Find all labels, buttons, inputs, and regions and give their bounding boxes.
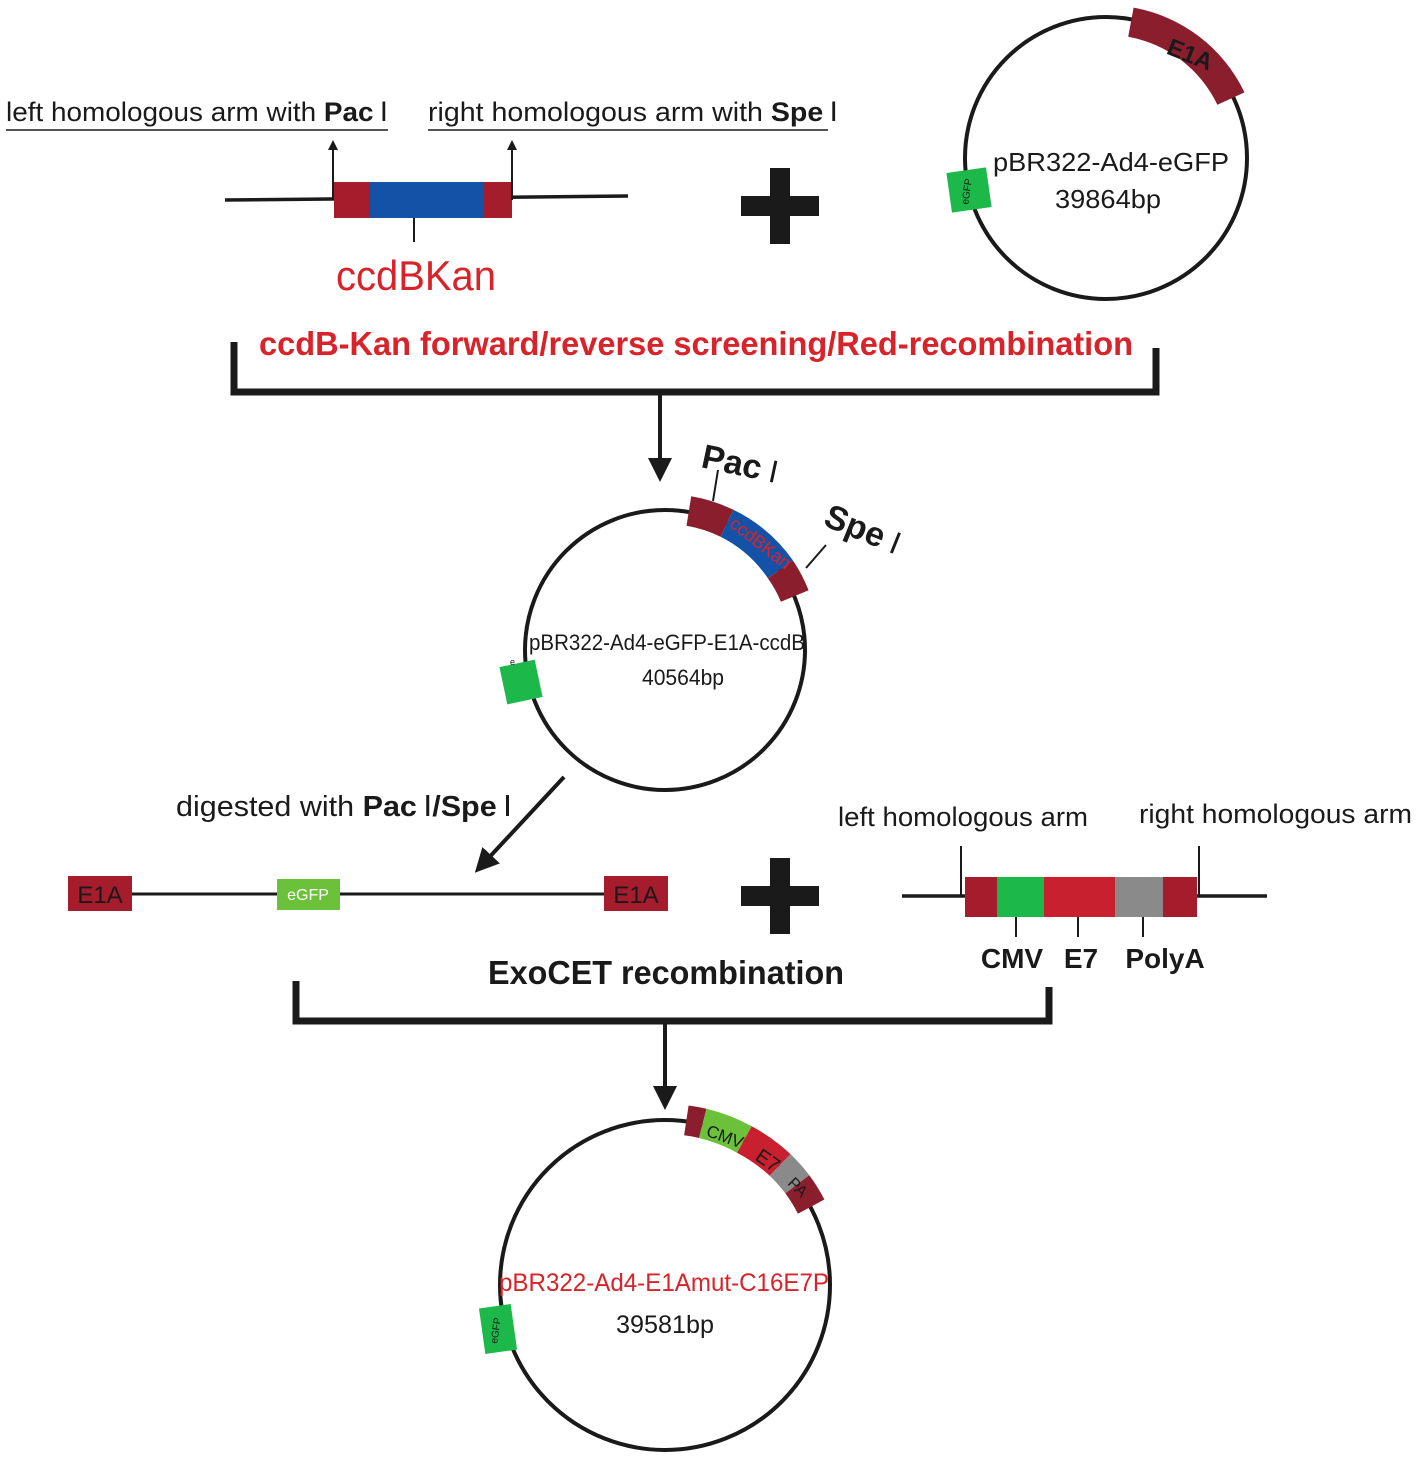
egfp-segment xyxy=(499,659,543,705)
step3-process-label: ExoCET recombination xyxy=(488,954,844,991)
ccdbkan-label: ccdBKan xyxy=(336,252,496,299)
plus-sign-2 xyxy=(741,858,819,934)
spe-site-tick xyxy=(805,544,827,569)
plasmid-name: pBR322-Ad4-eGFP xyxy=(993,147,1229,177)
pac-site-tick xyxy=(712,469,719,502)
e1a-left-block xyxy=(68,876,132,911)
spe-arm-segment xyxy=(767,560,809,602)
plasmid-size: 39581bp xyxy=(616,1311,714,1339)
right-arm-block xyxy=(484,182,512,218)
plus-sign-1 xyxy=(741,168,819,244)
plasmid-size: 39864bp xyxy=(1055,184,1161,214)
e7-segment xyxy=(737,1126,791,1176)
polya-label: PolyA xyxy=(1125,943,1204,974)
step2-diagonal-arrow xyxy=(474,775,566,873)
pac-site-label: PacⅠ xyxy=(698,438,782,491)
e1a-right-block xyxy=(604,876,668,911)
e7-block xyxy=(1044,877,1115,917)
pac-arm-segment xyxy=(686,496,734,537)
plasmid-name: pBR322-Ad4-eGFP-E1A-ccdB xyxy=(529,630,805,655)
step1-bracket xyxy=(230,342,1160,396)
egfp-segment xyxy=(478,1303,518,1355)
egfp-block xyxy=(277,879,340,910)
left-arm-segment xyxy=(684,1105,707,1138)
e1a-right-label: E1A xyxy=(613,882,658,909)
ccdbkan-block xyxy=(370,182,484,218)
left-arm-block xyxy=(334,182,370,218)
plasmid-name: pBR322-Ad4-E1Amut-C16E7P xyxy=(499,1269,829,1297)
pa-segment xyxy=(769,1154,810,1194)
plasmid-size: 40564bp xyxy=(642,665,724,690)
e7-label: E7 xyxy=(1064,943,1098,974)
e1a-segment xyxy=(1128,7,1245,105)
e1a-segment-label: E1A xyxy=(1163,34,1216,77)
right-arm-label: right homologous arm xyxy=(1139,799,1412,829)
plasmid-pbr322-ad4-e1amut-c16e7p: CMV E7 PA eGFP pBR322-Ad4-E1Amut-C16E7P … xyxy=(478,1105,832,1452)
polya-block xyxy=(1115,877,1163,917)
plasmid-pbr322-ad4-egfp-e1a-ccdb: ccdBKan PacⅠ SpeⅠ e pBR322-Ad4-eGFP-E1A-… xyxy=(499,438,907,792)
plasmid-pbr322-ad4-egfp: E1A eGFP pBR322-Ad4-eGFP 39864bp xyxy=(946,7,1249,301)
ccdbkan-segment xyxy=(720,509,793,579)
left-arm-block xyxy=(965,877,997,917)
linear-digested-fragment: E1A eGFP E1A xyxy=(68,876,668,911)
step3-bracket xyxy=(292,981,1053,1025)
spe-site-label: SpeⅠ xyxy=(819,497,907,562)
egfp-segment-label: eGFP xyxy=(960,178,975,206)
step1-process-label: ccdB-Kan forward/reverse screening/Red-r… xyxy=(259,325,1133,362)
cmv-label: CMV xyxy=(981,943,1044,974)
cmv-block xyxy=(997,877,1044,917)
egfp-label: eGFP xyxy=(287,887,329,904)
e1a-left-label: E1A xyxy=(77,882,122,909)
expression-cassette: left homologous arm right homologous arm… xyxy=(838,799,1412,974)
egfp-segment-label: eGFP xyxy=(489,1317,504,1345)
egfp-segment xyxy=(946,167,992,213)
right-arm-segment xyxy=(785,1175,825,1214)
cmv-segment xyxy=(699,1108,752,1153)
egfp-small-label: e xyxy=(510,657,515,667)
right-arm-block xyxy=(1163,877,1197,917)
left-arm-label: left homologous arm xyxy=(838,802,1088,832)
